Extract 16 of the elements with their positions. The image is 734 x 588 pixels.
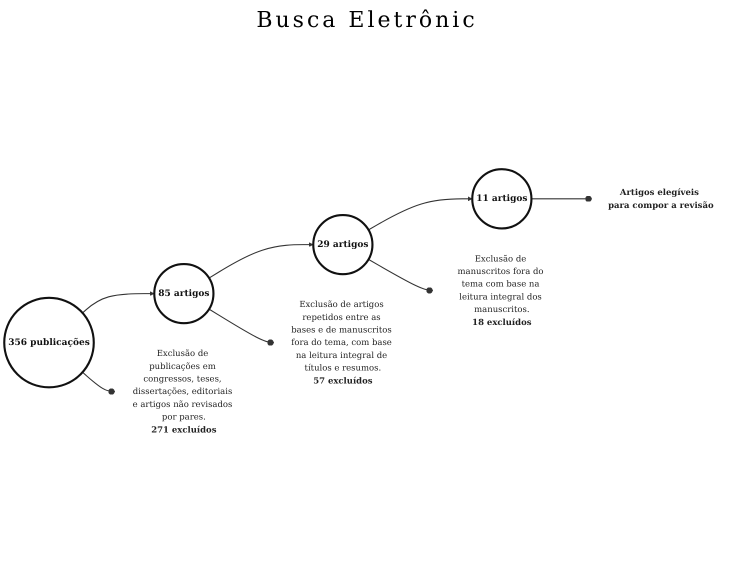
- node-circle: 11 artigos: [471, 168, 532, 230]
- node-text: Exclusão de publicações em congressos, teses, dissertações, editoriais e artigos não revisados por pares. 271 excluídos: [132, 348, 232, 435]
- arrow: [208, 242, 314, 279]
- node-text: Exclusão de manuscritos fora do tema com base na leitura integral dos manuscritos. 18 excluídos: [457, 254, 544, 328]
- node-text: Artigos elegíveis para compor a revisão: [608, 188, 714, 210]
- diagram-title: Busca Eletrônic: [255, 7, 479, 35]
- node-text: Exclusão de artigos repetidos entre as bases e de manuscritos fora do tema, com base na leitura integral de títulos e resumos. 57 excluídos: [291, 299, 392, 386]
- arrow: [368, 196, 472, 231]
- node-circle: 29 artigos: [312, 214, 374, 276]
- node-circle: 85 artigos: [153, 263, 215, 325]
- connector: [208, 309, 274, 346]
- arrow: [82, 292, 154, 314]
- connector: [82, 372, 115, 396]
- connector: [531, 196, 592, 202]
- node-circle: 356 publicações: [3, 297, 95, 389]
- connector: [368, 259, 433, 294]
